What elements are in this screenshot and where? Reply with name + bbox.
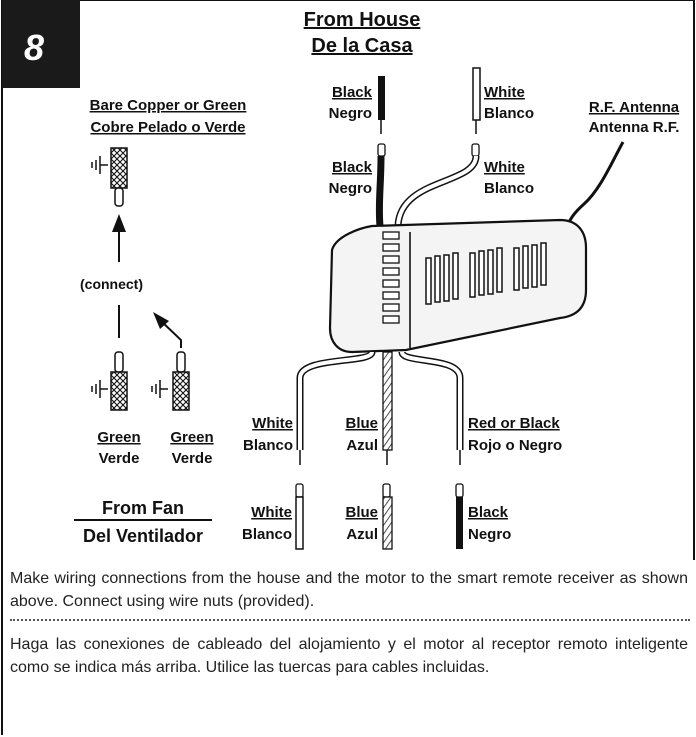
- arrow-up-left-icon: [153, 312, 169, 329]
- green-right-en: Green: [170, 429, 213, 446]
- receiver-white-out: [298, 351, 374, 450]
- caption-english: Make wiring connections from the house a…: [10, 570, 688, 610]
- fan-black-en: Black: [468, 504, 509, 521]
- recv-red-es: Rojo o Negro: [468, 437, 562, 454]
- fan-black-es: Negro: [468, 526, 511, 543]
- fan-white-wire: [295, 496, 304, 550]
- fan-blue-es: Azul: [346, 526, 378, 543]
- arrow-up-icon: [112, 214, 126, 232]
- recv-blue-es: Azul: [346, 437, 378, 454]
- antenna-label-line1: R.F. Antenna: [589, 99, 680, 116]
- house-black-lead-en: Black: [332, 159, 373, 176]
- header-line1: From House: [304, 9, 421, 31]
- ground-label-line1: Bare Copper or Green: [90, 97, 247, 114]
- house-black-lead-es: Negro: [329, 180, 372, 197]
- receiver-red-out: [400, 351, 462, 450]
- house-white-lead-es: Blanco: [484, 180, 534, 197]
- fan-black-wire-tip: [455, 483, 464, 498]
- house-white-wire: [472, 67, 481, 121]
- green-left-es: Verde: [99, 450, 140, 467]
- from-fan-line1: From Fan: [102, 498, 184, 518]
- receiver-vents-icon: [425, 242, 547, 305]
- house-white-top-en: White: [484, 84, 525, 101]
- step-badge: 8: [2, 0, 80, 88]
- connect-label: (connect): [80, 276, 143, 292]
- fan-blue-wire: [382, 496, 393, 550]
- connect-arrows: [118, 230, 182, 348]
- house-white-lead-en: White: [484, 159, 525, 176]
- receiver-white-lead-tip: [471, 143, 480, 157]
- house-black-top-en: Black: [332, 84, 373, 101]
- caption-spanish: Haga las conexiones de cableado del aloj…: [10, 636, 688, 676]
- from-fan-line2: Del Ventilador: [83, 526, 203, 546]
- ground-symbol-icon: [91, 156, 108, 174]
- green-wire-right: [151, 351, 190, 411]
- fan-white-es: Blanco: [242, 526, 292, 543]
- receiver-blue-out: [382, 351, 393, 451]
- ground-wire-tip: [114, 187, 124, 207]
- fan-blue-wire-tip: [382, 483, 391, 498]
- green-wire-left: [91, 351, 128, 411]
- fan-white-en: White: [251, 504, 292, 521]
- fan-white-wire-tip: [295, 483, 304, 498]
- green-right-es: Verde: [172, 450, 213, 467]
- house-white-top-es: Blanco: [484, 105, 534, 122]
- smart-remote-receiver: [328, 218, 588, 354]
- connect-line-right: [159, 319, 182, 348]
- ground-wire-insulation: [110, 147, 128, 189]
- step-badge-background: [2, 0, 80, 88]
- antenna-label-line2: Antenna R.F.: [589, 119, 680, 136]
- recv-blue-en: Blue: [345, 415, 378, 432]
- receiver-slots-icon: [382, 231, 400, 324]
- ground-symbol-icon: [151, 380, 168, 398]
- green-left-en: Green: [97, 429, 140, 446]
- header-line2: De la Casa: [311, 35, 413, 57]
- receiver-black-lead: [375, 155, 385, 227]
- house-black-top-es: Negro: [329, 105, 372, 122]
- receiver-black-lead-tip: [377, 143, 386, 157]
- recv-white-en: White: [252, 415, 293, 432]
- house-black-wire: [378, 76, 385, 120]
- ground-label-line2: Cobre Pelado o Verde: [90, 119, 245, 136]
- recv-white-es: Blanco: [243, 437, 293, 454]
- receiver-white-lead: [396, 155, 478, 227]
- dotted-divider: [10, 619, 690, 621]
- fan-blue-en: Blue: [345, 504, 378, 521]
- antenna-wire: [564, 141, 625, 233]
- step-number: 8: [24, 27, 44, 68]
- recv-red-en: Red or Black: [468, 415, 560, 432]
- ground-wire-top: [91, 147, 128, 207]
- receiver-white-lead-outline: [394, 155, 480, 227]
- ground-symbol-icon: [91, 380, 108, 398]
- fan-black-wire: [456, 497, 463, 549]
